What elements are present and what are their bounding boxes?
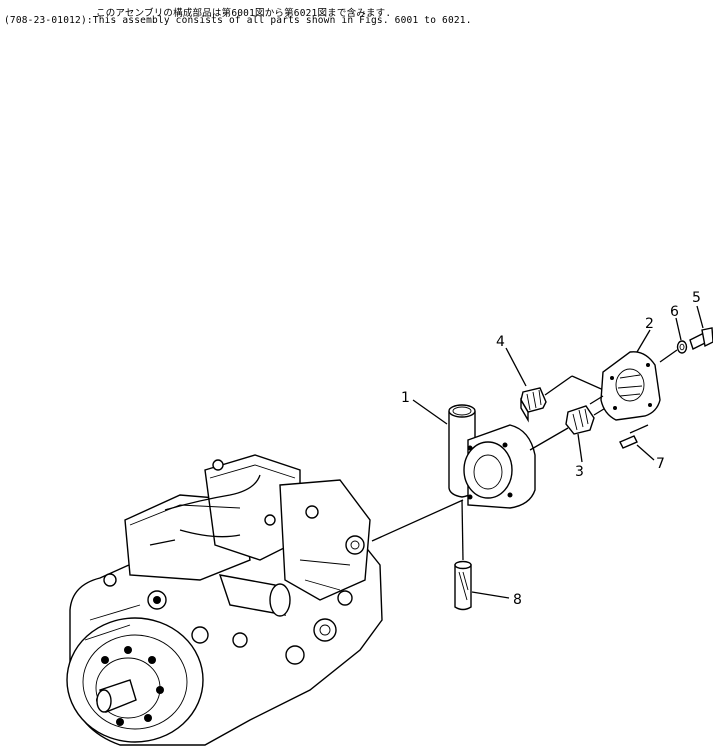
callout-2: 2	[645, 316, 654, 332]
callout-3: 3	[575, 464, 584, 480]
callout-7: 7	[656, 456, 665, 472]
part-1-pump-housing	[448, 404, 536, 509]
callout-6: 6	[670, 304, 679, 320]
part-6-washer	[659, 340, 688, 363]
part-2-cover-plate	[589, 351, 661, 421]
callout-leader-lines	[412, 305, 704, 599]
part-8-pipe	[454, 499, 472, 611]
assembly-note-japanese: このアセンブリの構成部品は第6001図から第6021図まで含みます.	[96, 8, 392, 19]
callout-4: 4	[496, 334, 505, 350]
part-5-bolt	[689, 327, 713, 350]
part-7-dowel-pin	[619, 424, 649, 449]
assembly-connector-line	[371, 499, 464, 542]
callout-8: 8	[513, 592, 522, 608]
assembly-note-english: (708-23-01012):This assembly consists of…	[4, 15, 472, 26]
part-4-drive-gear	[520, 375, 609, 423]
callout-1: 1	[401, 390, 410, 406]
callout-5: 5	[692, 290, 701, 306]
main-pump-assembly	[66, 454, 383, 746]
part-3-driven-gear	[529, 403, 613, 451]
